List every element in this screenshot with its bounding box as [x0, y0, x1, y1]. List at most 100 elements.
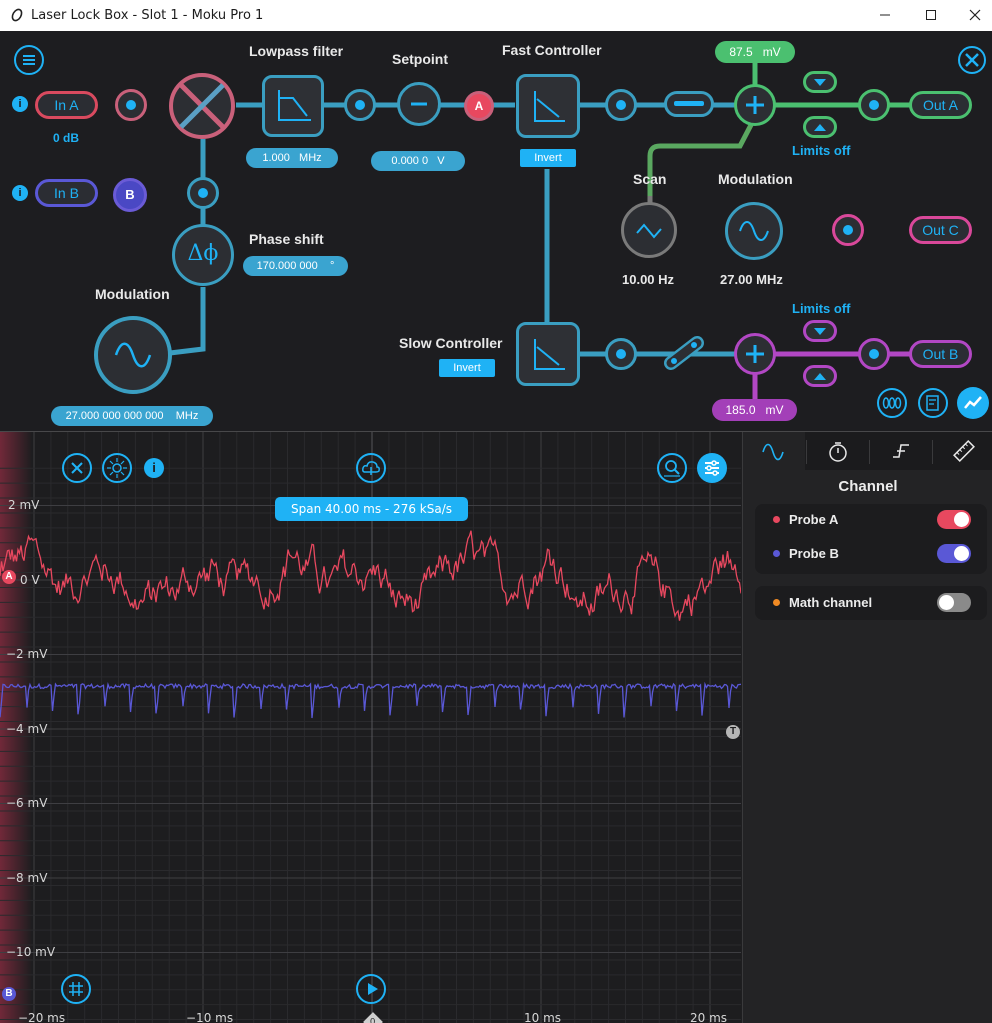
sum-top-icon[interactable]: [734, 84, 776, 126]
out-b-probe-node[interactable]: [858, 338, 890, 370]
fast-probe-node[interactable]: [605, 89, 637, 121]
probe-a-trace: [0, 530, 741, 621]
modulation-left-value[interactable]: 27.000 000 000 000 MHz: [51, 406, 213, 426]
y-tick-neg6mv: −6 mV: [6, 796, 48, 810]
modulation-left-number: 27.000 000 000 000: [65, 410, 164, 422]
in-b-probe-badge[interactable]: B: [113, 178, 147, 212]
offset-bottom-number: 185.0: [725, 403, 756, 417]
marker-a-badge[interactable]: A: [2, 570, 16, 584]
fast-invert-button[interactable]: Invert: [520, 149, 576, 167]
play-icon[interactable]: [356, 974, 386, 1004]
info-icon[interactable]: i: [144, 458, 164, 478]
cursor-zero-label: 0: [370, 1016, 376, 1023]
divider: [0, 431, 992, 432]
limits-top-label[interactable]: Limits off: [792, 143, 851, 158]
in-a-gain[interactable]: 0 dB: [53, 131, 80, 145]
math-channel-toggle[interactable]: [937, 593, 971, 612]
settings-sliders-icon[interactable]: [697, 453, 727, 483]
menu-icon[interactable]: [14, 45, 44, 75]
scan-frequency[interactable]: 10.00 Hz: [622, 272, 675, 287]
out-a-button[interactable]: Out A: [909, 91, 972, 119]
probe-a-toggle[interactable]: [937, 510, 971, 529]
trigger-badge[interactable]: T: [726, 725, 740, 739]
slow-probe-node[interactable]: [605, 338, 637, 370]
close-window-button[interactable]: [952, 0, 992, 31]
lowpass-probe-node[interactable]: [344, 89, 376, 121]
limit-bottom-down[interactable]: [803, 365, 837, 387]
x-tick-neg20: −20 ms: [18, 1011, 66, 1023]
probe-b-toggle[interactable]: [937, 544, 971, 563]
offset-top-value[interactable]: 87.5 mV: [715, 41, 795, 63]
modulation-right-frequency[interactable]: 27.00 MHz: [720, 272, 783, 287]
notes-icon[interactable]: [917, 387, 949, 419]
out-c-button[interactable]: Out C: [909, 216, 972, 244]
y-tick-2mv: 2 mV: [8, 498, 40, 512]
autoscale-icon[interactable]: [102, 453, 132, 483]
lowpass-filter-block[interactable]: [262, 75, 324, 137]
slow-output-switch[interactable]: [661, 333, 707, 373]
oscilloscope-view-icon[interactable]: [957, 387, 989, 419]
slow-invert-button[interactable]: Invert: [439, 359, 495, 377]
phase-probe-node[interactable]: [187, 177, 219, 209]
slow-controller-block[interactable]: [516, 322, 580, 386]
minimize-button[interactable]: [862, 0, 908, 31]
offset-bottom-value[interactable]: 185.0 mV: [712, 399, 797, 421]
fast-output-switch[interactable]: [664, 91, 714, 117]
phase-shift-block[interactable]: Δϕ: [172, 224, 234, 286]
modulation-left-generator-icon[interactable]: [94, 316, 172, 394]
y-tick-neg4mv: −4 mV: [6, 722, 48, 736]
setpoint-value[interactable]: 0.000 0 V: [371, 151, 465, 171]
span-label[interactable]: Span 40.00 ms - 276 kSa/s: [275, 497, 468, 521]
probe-a-bullet: [773, 516, 780, 523]
app-icon: [11, 8, 23, 22]
modulation-right-title: Modulation: [718, 171, 793, 187]
tab-channel[interactable]: [743, 432, 805, 470]
zoom-icon[interactable]: [657, 453, 687, 483]
setpoint-subtract-icon[interactable]: [397, 82, 441, 126]
in-a-probe-node[interactable]: [115, 89, 147, 121]
close-icon[interactable]: [62, 453, 92, 483]
maximize-button[interactable]: [908, 0, 954, 31]
lowpass-unit: MHz: [299, 152, 322, 164]
phase-shift-value[interactable]: 170.000 000 °: [243, 256, 348, 276]
x-tick-neg10: −10 ms: [186, 1011, 234, 1023]
limits-bottom-label[interactable]: Limits off: [792, 301, 851, 316]
y-tick-0v: 0 V: [20, 573, 40, 587]
limit-top-up[interactable]: [803, 71, 837, 93]
modulation-left-unit: MHz: [175, 410, 199, 422]
info-icon-in-a[interactable]: i: [12, 96, 28, 112]
phase-shift-title: Phase shift: [249, 231, 324, 247]
offset-top-number: 87.5: [729, 45, 753, 59]
tab-trigger[interactable]: [870, 432, 932, 470]
out-c-probe-node[interactable]: [832, 214, 864, 246]
panel-title: Channel: [838, 478, 898, 495]
digital-io-icon[interactable]: [876, 387, 908, 419]
fast-controller-block[interactable]: [516, 74, 580, 138]
scan-generator-icon[interactable]: [621, 202, 677, 258]
limit-bottom-up[interactable]: [803, 320, 837, 342]
oscilloscope-plot[interactable]: 2 mV 0 V −2 mV −4 mV −6 mV −8 mV −10 mV …: [0, 432, 741, 1023]
probe-b-bullet: [773, 550, 780, 557]
sum-bottom-icon[interactable]: [734, 333, 776, 375]
probe-a-badge[interactable]: A: [464, 91, 494, 121]
grid-icon[interactable]: [61, 974, 91, 1004]
y-tick-neg8mv: −8 mV: [6, 871, 48, 885]
tools-icon[interactable]: [958, 46, 986, 74]
modulation-right-generator-icon[interactable]: [725, 202, 783, 260]
out-a-probe-node[interactable]: [858, 89, 890, 121]
block-diagram: i In A 0 dB i In B B Lowpass filter 1.00…: [0, 31, 992, 431]
marker-b-badge[interactable]: B: [2, 987, 16, 1001]
mixer-icon[interactable]: [169, 73, 235, 139]
cloud-upload-icon[interactable]: [356, 453, 386, 483]
lowpass-value[interactable]: 1.000 MHz: [246, 148, 338, 168]
tab-timebase[interactable]: [807, 432, 869, 470]
title-bar: Laser Lock Box - Slot 1 - Moku Pro 1: [0, 0, 992, 32]
in-a-button[interactable]: In A: [35, 91, 98, 119]
info-icon-in-b[interactable]: i: [12, 185, 28, 201]
out-b-button[interactable]: Out B: [909, 340, 972, 368]
in-b-button[interactable]: In B: [35, 179, 98, 207]
lowpass-title: Lowpass filter: [249, 43, 344, 59]
limit-top-down[interactable]: [803, 116, 837, 138]
tab-measure[interactable]: [933, 432, 992, 470]
window-title: Laser Lock Box - Slot 1 - Moku Pro 1: [31, 8, 264, 23]
